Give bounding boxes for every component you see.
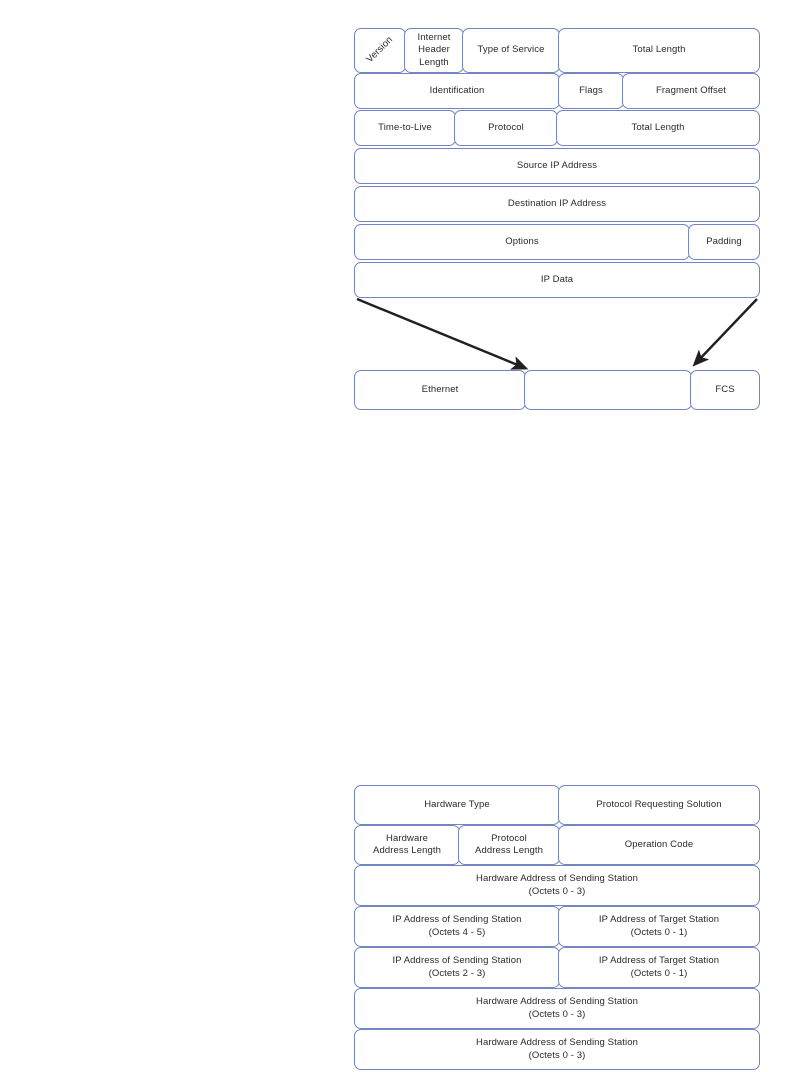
arp-field-protocol-address-length-label: Protocol bbox=[491, 832, 527, 844]
arp-field-protocol-requesting-solution: Protocol Requesting Solution bbox=[558, 785, 760, 825]
ip-field-destination-ip-address-label: Destination IP Address bbox=[507, 197, 607, 209]
ip-field-protocol: Protocol bbox=[454, 110, 558, 146]
ip-field-total-length-2-label: Total Length bbox=[631, 121, 685, 133]
arp-field-protocol-requesting-solution-label: Protocol Requesting Solution bbox=[596, 798, 722, 810]
arp-field-hardware-address-length-sub: Address Length bbox=[373, 845, 441, 856]
arp-field-hardware-address-sending-3-label: Hardware Address of Sending Station bbox=[476, 1037, 638, 1049]
arp-field-protocol-address-length-sub: Address Length bbox=[475, 845, 543, 856]
arp-field-ip-sending-octets-2-3-sub: (Octets 2 - 3) bbox=[428, 967, 486, 979]
arp-field-hardware-address-sending-2-label: Hardware Address of Sending Station bbox=[476, 996, 638, 1008]
ethernet-field-fcs-label: FCS bbox=[715, 383, 735, 395]
ethernet-field-payload bbox=[524, 370, 692, 410]
ip-field-flags: Flags bbox=[558, 73, 624, 109]
arp-field-hardware-type-label: Hardware Type bbox=[424, 798, 490, 810]
ip-datagram-diagram: Version Internet Header Length Type of S… bbox=[0, 0, 798, 430]
ip-field-internet-header-length: Internet Header Length bbox=[404, 28, 464, 73]
arp-field-operation-code: Operation Code bbox=[558, 825, 760, 865]
arp-field-hardware-address-length-label: Hardware bbox=[386, 832, 428, 844]
ip-field-protocol-label: Protocol bbox=[488, 121, 524, 133]
ip-field-time-to-live-label: Time-to-Live bbox=[378, 121, 432, 133]
arp-field-ip-sending-octets-4-5-sub: (Octets 4 - 5) bbox=[428, 926, 486, 938]
arp-field-hardware-address-sending-1-sub: (Octets 0 - 3) bbox=[528, 885, 586, 897]
ip-field-identification-label: Identification bbox=[429, 84, 485, 96]
ip-field-options-label: Options bbox=[505, 235, 539, 247]
arp-field-ip-target-octets-0-1-b-label: IP Address of Target Station bbox=[598, 955, 720, 967]
arp-field-ip-sending-octets-2-3: IP Address of Sending Station (Octets 2 … bbox=[354, 947, 560, 988]
arp-field-ip-target-octets-0-1-b-sub: (Octets 0 - 1) bbox=[630, 967, 688, 979]
arp-field-ip-sending-octets-2-3-label: IP Address of Sending Station bbox=[392, 955, 522, 967]
arp-field-hardware-address-sending-3-sub: (Octets 0 - 3) bbox=[528, 1049, 586, 1061]
ip-field-fragment-offset: Fragment Offset bbox=[622, 73, 760, 109]
ip-field-identification: Identification bbox=[354, 73, 560, 109]
ethernet-field-fcs: FCS bbox=[690, 370, 760, 410]
ip-field-padding: Padding bbox=[688, 224, 760, 260]
ip-field-version: Version bbox=[354, 28, 406, 73]
ip-field-padding-label: Padding bbox=[706, 235, 742, 247]
ip-field-internet-header-length-label: Internet Header Length bbox=[417, 31, 451, 68]
arp-field-hardware-address-sending-1: Hardware Address of Sending Station (Oct… bbox=[354, 865, 760, 906]
arp-field-hardware-address-sending-3: Hardware Address of Sending Station (Oct… bbox=[354, 1029, 760, 1070]
ip-field-ip-data-label: IP Data bbox=[540, 273, 574, 285]
ip-field-type-of-service-label: Type of Service bbox=[477, 44, 545, 56]
arp-field-operation-code-label: Operation Code bbox=[624, 838, 694, 850]
arp-field-ip-target-octets-0-1-b: IP Address of Target Station (Octets 0 -… bbox=[558, 947, 760, 988]
ip-field-source-ip-address-label: Source IP Address bbox=[516, 159, 598, 171]
ip-field-fragment-offset-label: Fragment Offset bbox=[656, 84, 726, 96]
arp-field-hardware-address-sending-1-label: Hardware Address of Sending Station bbox=[476, 873, 638, 885]
ip-field-options: Options bbox=[354, 224, 690, 260]
arp-field-ip-sending-octets-4-5-label: IP Address of Sending Station bbox=[392, 914, 522, 926]
ethernet-field-ethernet: Ethernet bbox=[354, 370, 526, 410]
arp-field-hardware-type: Hardware Type bbox=[354, 785, 560, 825]
arp-field-hardware-address-sending-2: Hardware Address of Sending Station (Oct… bbox=[354, 988, 760, 1029]
ip-field-time-to-live: Time-to-Live bbox=[354, 110, 456, 146]
arp-field-ip-sending-octets-4-5: IP Address of Sending Station (Octets 4 … bbox=[354, 906, 560, 947]
arp-field-ip-target-octets-0-1-a: IP Address of Target Station (Octets 0 -… bbox=[558, 906, 760, 947]
ip-field-total-length-2: Total Length bbox=[556, 110, 760, 146]
ip-field-total-length-1-label: Total Length bbox=[632, 44, 686, 56]
ethernet-field-ethernet-label: Ethernet bbox=[421, 383, 459, 395]
arp-field-ip-target-octets-0-1-a-sub: (Octets 0 - 1) bbox=[630, 926, 688, 938]
ip-field-source-ip-address: Source IP Address bbox=[354, 148, 760, 184]
ip-field-total-length-1: Total Length bbox=[558, 28, 760, 73]
arp-field-protocol-address-length: Protocol Address Length bbox=[458, 825, 560, 865]
arp-field-hardware-address-length: Hardware Address Length bbox=[354, 825, 460, 865]
ip-field-ip-data: IP Data bbox=[354, 262, 760, 298]
arp-field-ip-target-octets-0-1-a-label: IP Address of Target Station bbox=[598, 914, 720, 926]
arp-field-hardware-address-sending-2-sub: (Octets 0 - 3) bbox=[528, 1008, 586, 1020]
ip-field-flags-label: Flags bbox=[579, 84, 603, 96]
ip-field-destination-ip-address: Destination IP Address bbox=[354, 186, 760, 222]
ip-field-type-of-service: Type of Service bbox=[462, 28, 560, 73]
